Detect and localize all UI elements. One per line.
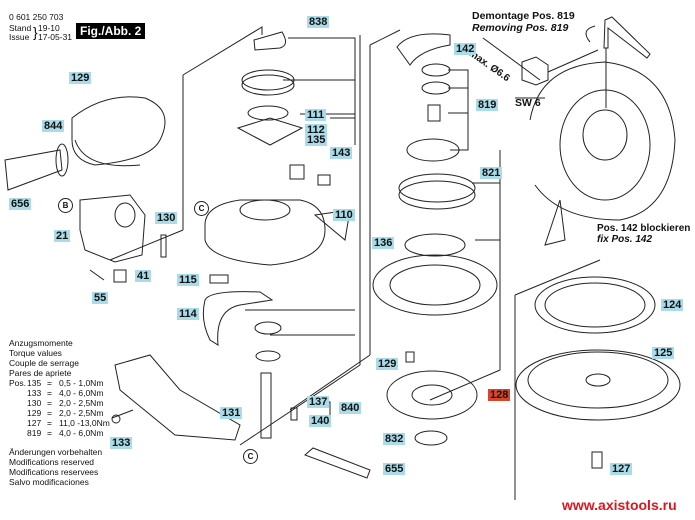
callout-656[interactable]: 656 [9,198,32,210]
callout-819[interactable]: 819 [476,99,499,111]
callout-115[interactable]: 115 [177,274,199,286]
part-number: 0 601 250 703 [9,12,64,22]
callout-129[interactable]: 129 [69,72,92,84]
torque-row: 129=2,0 - 2,5Nm [27,408,104,418]
disclaimer-en: Modifications reserved [9,457,95,467]
torque-title-de: Anzugsmomente [9,338,73,348]
removal-note-en: Removing Pos. 819 [472,22,569,34]
marker-c: C [243,449,258,464]
callout-140[interactable]: 140 [309,415,332,427]
removal-note-de: Demontage Pos. 819 [472,10,575,22]
callout-136[interactable]: 136 [372,237,395,249]
torque-row: Pos.135=0,5 - 1,0Nm [9,378,104,388]
callout-844[interactable]: 844 [42,120,65,132]
torque-row: 130=2,0 - 2,5Nm [27,398,104,408]
torque-value: 4,0 - 6,0Nm [59,428,104,438]
marker-c: C [194,201,209,216]
fix-note-de: Pos. 142 blockieren [597,223,691,234]
disclaimer-fr: Modifications reservees [9,467,99,477]
fix-note-en: fix Pos. 142 [597,234,653,245]
callout-112[interactable]: 112 [305,124,327,136]
callout-125[interactable]: 125 [652,347,675,359]
frame-line [182,26,263,76]
callout-130[interactable]: 130 [155,212,178,224]
issue-label: Issue [9,32,30,42]
torque-value: 2,0 - 2,5Nm [59,408,104,418]
pos-prefix: Pos. [9,378,27,388]
torque-table: Anzugsmomente Torque values Couple de se… [9,338,110,438]
callout-133[interactable]: 133 [110,437,133,449]
disclaimer-es: Salvo modificaciones [9,477,89,487]
callout-137[interactable]: 137 [307,396,330,408]
torque-pos: 129 [27,408,42,418]
torque-value: 2,0 - 2,5Nm [59,398,104,408]
torque-pos: 133 [27,388,42,398]
torque-title-en: Torque values [9,348,62,358]
callout-41[interactable]: 41 [135,270,152,282]
stand-value: 19-10 [38,23,60,33]
torque-value: 0,5 - 1,0Nm [59,378,104,388]
figure-label: Fig./Abb. 2 [76,23,146,39]
callout-142[interactable]: 142 [454,43,477,55]
torque-title-es: Pares de apriete [9,368,72,378]
issue-value: 17-05-31 [38,32,73,42]
callout-128-highlighted[interactable]: 128 [488,389,511,401]
torque-pos: 135 [27,378,42,388]
callout-127[interactable]: 127 [610,463,633,475]
callout-111[interactable]: 111 [305,109,327,121]
stand-label: Stand [9,23,32,33]
sw-label: SW 6 [515,97,541,109]
callout-838[interactable]: 838 [307,16,330,28]
callout-832[interactable]: 832 [383,433,406,445]
brace: } [33,24,38,40]
callout-131[interactable]: 131 [220,407,243,419]
torque-pos: 127 [27,418,42,428]
torque-title-fr: Couple de serrage [9,358,79,368]
callout-135[interactable]: 135 [305,134,328,146]
torque-pos: 819 [27,428,42,438]
callout-114[interactable]: 114 [177,308,199,320]
callout-21[interactable]: 21 [54,230,71,242]
watermark-url[interactable]: www.axistools.ru [562,497,677,513]
callout-655[interactable]: 655 [383,463,406,475]
torque-pos: 130 [27,398,42,408]
callout-143[interactable]: 143 [330,147,353,159]
callout-55[interactable]: 55 [92,292,109,304]
torque-value: 4,0 - 6,0Nm [59,388,104,398]
disclaimer: Änderungen vorbehalten Modifications res… [9,447,102,487]
torque-value: 11,0 -13,0Nm [59,418,110,428]
torque-row: 127=11,0 -13,0Nm [27,418,110,428]
disclaimer-de: Änderungen vorbehalten [9,447,103,457]
callout-821[interactable]: 821 [480,167,503,179]
torque-row: 133=4,0 - 6,0Nm [27,388,104,398]
callout-110[interactable]: 110 [333,209,355,221]
callout-124[interactable]: 124 [661,299,684,311]
callout-840[interactable]: 840 [339,402,362,414]
marker-b: B [58,198,73,213]
torque-row: 819=4,0 - 6,0Nm [27,428,104,438]
callout-129[interactable]: 129 [376,358,399,370]
